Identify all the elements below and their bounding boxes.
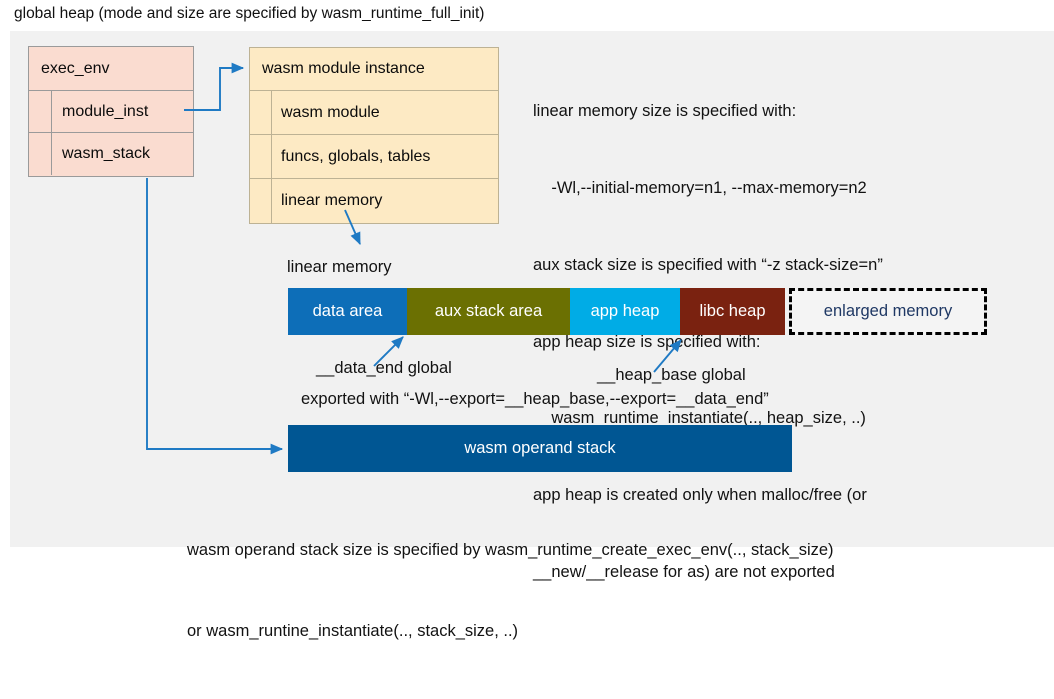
annotation-heap-base: __heap_base global (597, 366, 746, 384)
exec-env-box: exec_env module_inst wasm_stack (28, 46, 194, 177)
diagram-title: global heap (mode and size are specified… (14, 5, 485, 22)
annotation-data-end: __data_end global (316, 359, 452, 377)
memory-segment-app-heap: app heap (570, 288, 680, 335)
module-instance-header: wasm module instance (250, 48, 498, 91)
module-instance-field-funcs-globals-tables: funcs, globals, tables (250, 135, 498, 179)
bottom-note-line-2: or wasm_runtine_instantiate(.., stack_si… (187, 622, 519, 640)
note-line-5: wasm_runtime_instantiate(.., heap_size, … (533, 409, 866, 428)
exec-env-field-wasm-stack: wasm_stack (29, 133, 193, 175)
note-line-1: linear memory size is specified with: (533, 102, 797, 121)
module-instance-field-linear-memory: linear memory (250, 179, 498, 223)
memory-notes-block: linear memory size is specified with: -W… (533, 48, 883, 637)
note-line-6: app heap is created only when malloc/fre… (533, 486, 867, 505)
memory-segment-data-area: data area (288, 288, 407, 335)
operand-stack-notes-block: wasm operand stack size is specified by … (187, 483, 834, 699)
wasm-operand-stack-bar: wasm operand stack (288, 425, 792, 472)
annotation-export-flags: exported with “-Wl,--export=__heap_base,… (301, 390, 769, 408)
memory-segment-aux-stack-area: aux stack area (407, 288, 570, 335)
exec-env-header: exec_env (29, 47, 193, 91)
memory-segment-enlarged-memory: enlarged memory (789, 288, 987, 335)
module-instance-field-wasm-module: wasm module (250, 91, 498, 135)
linear-memory-bar: data area aux stack area app heap libc h… (288, 288, 987, 335)
linear-memory-label: linear memory (287, 258, 392, 276)
wasm-module-instance-box: wasm module instance wasm module funcs, … (249, 47, 499, 224)
note-line-3: aux stack size is specified with “-z sta… (533, 255, 883, 274)
exec-env-field-module-inst: module_inst (29, 91, 193, 133)
note-line-2: -Wl,--initial-memory=n1, --max-memory=n2 (533, 178, 867, 197)
diagram-canvas: global heap (mode and size are specified… (10, 5, 1054, 640)
memory-segment-libc-heap: libc heap (680, 288, 785, 335)
bottom-note-line-1: wasm operand stack size is specified by … (187, 541, 834, 559)
